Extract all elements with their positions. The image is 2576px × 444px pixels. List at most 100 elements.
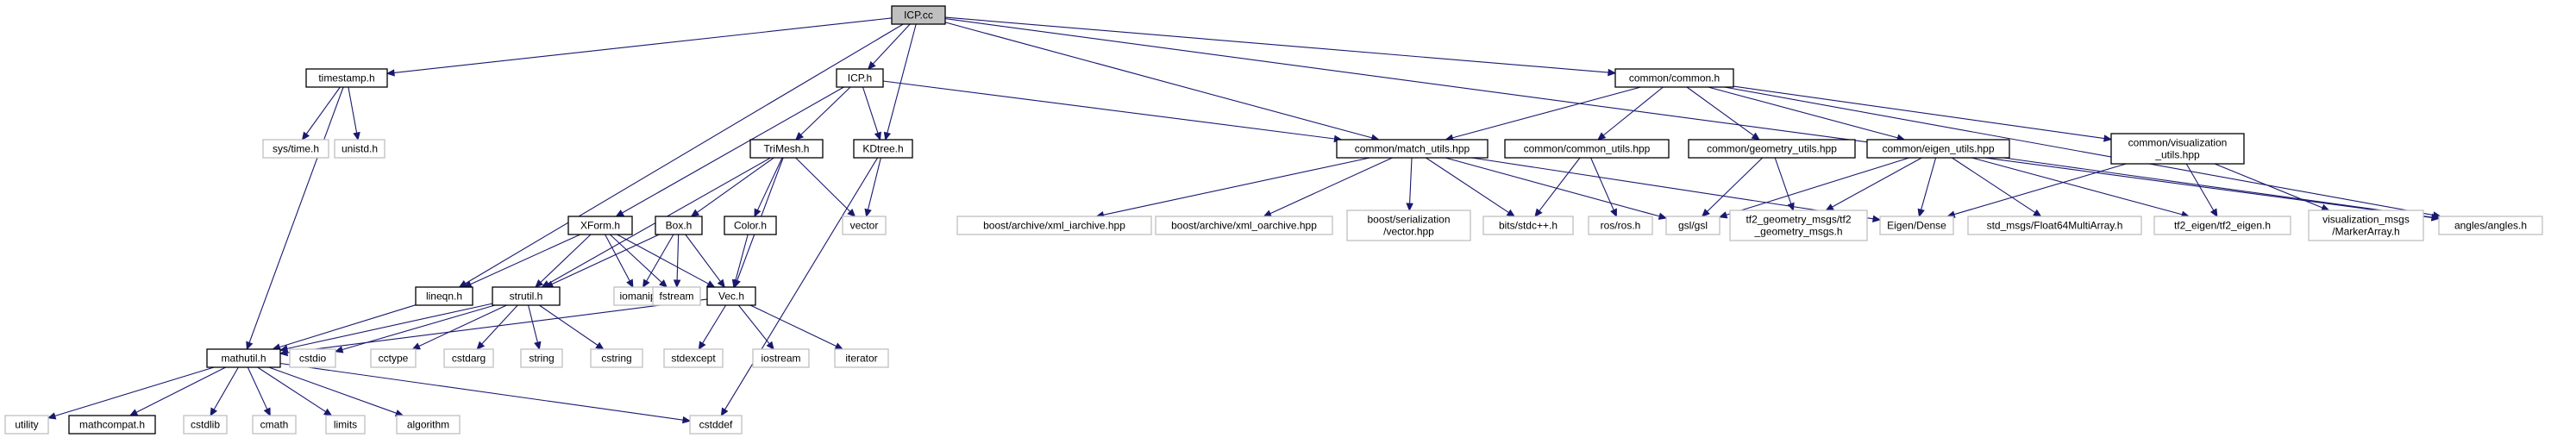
node-common-eigen-utils-hpp[interactable]: common/eigen_utils.hpp — [1866, 139, 2010, 159]
node-kdtree-h[interactable]: KDtree.h — [853, 139, 913, 159]
node-xform-h[interactable]: XForm.h — [567, 216, 633, 235]
node-label: _geometry_msgs.h — [1753, 226, 1842, 238]
arrowhead — [642, 278, 650, 289]
arrowhead — [874, 131, 881, 141]
edge-xform_h-to-fstream — [609, 234, 668, 288]
node-box — [305, 68, 388, 88]
edge-box_h-to-iomanip — [642, 234, 674, 289]
node-box — [4, 415, 49, 435]
node-vec-h[interactable]: Vec.h — [706, 286, 756, 306]
node-trimesh-h[interactable]: TriMesh.h — [749, 139, 824, 159]
arrowhead — [795, 131, 804, 141]
node-label: cstdlib — [191, 419, 220, 431]
edge-mathutil_h-to-cstddef — [279, 362, 692, 424]
node-box-h[interactable]: Box.h — [655, 216, 703, 235]
edge-line — [470, 234, 581, 285]
node-label: iterator — [845, 353, 877, 365]
edge-line — [1708, 86, 1898, 139]
node-box — [492, 286, 561, 306]
edge-line — [213, 366, 239, 410]
node-unistd-h: unistd.h — [334, 139, 385, 159]
node-strutil-h[interactable]: strutil.h — [492, 286, 561, 306]
node-label: fstream — [659, 291, 693, 303]
node-box — [325, 415, 366, 435]
node-mathcompat-h[interactable]: mathcompat.h — [68, 415, 156, 435]
node-label: cctype — [379, 353, 409, 365]
node-label: tf2_geometry_msgs/tf2 — [1746, 214, 1851, 226]
node-label: string — [529, 353, 554, 365]
node-label: /MarkerArray.h — [2332, 226, 2399, 238]
arrowhead — [705, 280, 716, 288]
node-cstddef: cstddef — [689, 415, 743, 435]
edge-match_utils-to-eigen_dense — [1471, 157, 1882, 222]
edge-line — [1832, 157, 1922, 208]
edge-line — [393, 17, 893, 73]
node-timestamp-h[interactable]: timestamp.h — [305, 68, 388, 88]
edge-icp_cc-to-match_utils — [944, 22, 1380, 141]
node-limits: limits — [325, 415, 366, 435]
node-label: Box.h — [666, 220, 693, 232]
node-iterator: iterator — [834, 348, 889, 368]
edge-trimesh_h-to-box_h — [690, 157, 774, 217]
node-label: iostream — [761, 353, 800, 365]
arrowhead — [47, 412, 57, 420]
edge-line — [348, 86, 358, 134]
node-common-visualization-utils-hpp[interactable]: common/visualization_utils.hpp — [2110, 133, 2245, 165]
node-common-common-utils-hpp[interactable]: common/common_utils.hpp — [1504, 139, 1670, 159]
node-lineqn-h[interactable]: lineqn.h — [415, 286, 473, 306]
arrowhead — [301, 131, 310, 141]
edge-line — [609, 234, 662, 284]
node-string: string — [520, 348, 563, 368]
edge-common_common_h-to-match_utils — [1445, 86, 1641, 141]
edge-line — [944, 22, 1373, 139]
node-icp-h[interactable]: ICP.h — [836, 68, 884, 88]
node-box — [1967, 216, 2142, 235]
edge-line — [2214, 163, 2323, 209]
node-common-common-h[interactable]: common/common.h — [1614, 68, 1734, 88]
node-box — [1482, 216, 1574, 235]
node-box — [1336, 139, 1489, 159]
node-box — [834, 348, 889, 368]
edge-xform_h-to-strutil_h — [535, 234, 592, 288]
node-box — [1688, 139, 1856, 159]
edge-line — [622, 86, 844, 214]
node-color-h[interactable]: Color.h — [724, 216, 777, 235]
node-boost-serialization-vector-hpp: boost/serialization/vector.hpp — [1346, 209, 1471, 241]
arrowhead — [535, 278, 544, 288]
node-common-geometry-utils-hpp[interactable]: common/geometry_utils.hpp — [1688, 139, 1856, 159]
edge-kdtree_h-to-vector — [864, 157, 881, 218]
node-label: std_msgs/Float64MultiArray.h — [1987, 220, 2123, 232]
node-mathutil-h[interactable]: mathutil.h — [206, 348, 281, 368]
node-common-match-utils-hpp[interactable]: common/match_utils.hpp — [1336, 139, 1489, 159]
node-box — [2153, 216, 2291, 235]
edge-line — [1686, 86, 1754, 136]
edge-kdtree_h-to-cstddef — [720, 157, 879, 417]
edge-match_utils-to-boost_vector — [1406, 157, 1413, 212]
arrowhead — [1610, 208, 1617, 218]
edge-line — [605, 234, 630, 282]
arrowhead — [1263, 209, 1272, 217]
node-label: cstdarg — [452, 353, 486, 365]
arrowhead — [385, 69, 395, 77]
node-label: visualization_msgs — [2322, 214, 2410, 226]
node-box — [183, 415, 228, 435]
node-label: ros/ros.h — [1601, 220, 1641, 232]
node-box — [262, 139, 329, 159]
edge-line — [481, 304, 518, 345]
node-ros-ros-h: ros/ros.h — [1588, 216, 1653, 235]
node-box — [1346, 209, 1471, 241]
node-label: gsl/gsl — [1678, 220, 1708, 232]
node-box — [252, 415, 297, 435]
edge-xform_h-to-vec_h — [617, 234, 716, 288]
node-box — [689, 415, 743, 435]
node-label: common/match_utils.hpp — [1355, 143, 1470, 155]
node-icp-cc[interactable]: ICP.cc — [891, 5, 946, 25]
node-label: Eigen/Dense — [1887, 220, 1946, 232]
edge-line — [551, 234, 660, 285]
arrowhead — [1751, 132, 1761, 141]
node-label: lineqn.h — [426, 291, 462, 303]
arrowhead — [476, 341, 486, 350]
edge-line — [862, 86, 879, 134]
arrowhead — [690, 209, 700, 217]
node-box — [842, 216, 887, 235]
